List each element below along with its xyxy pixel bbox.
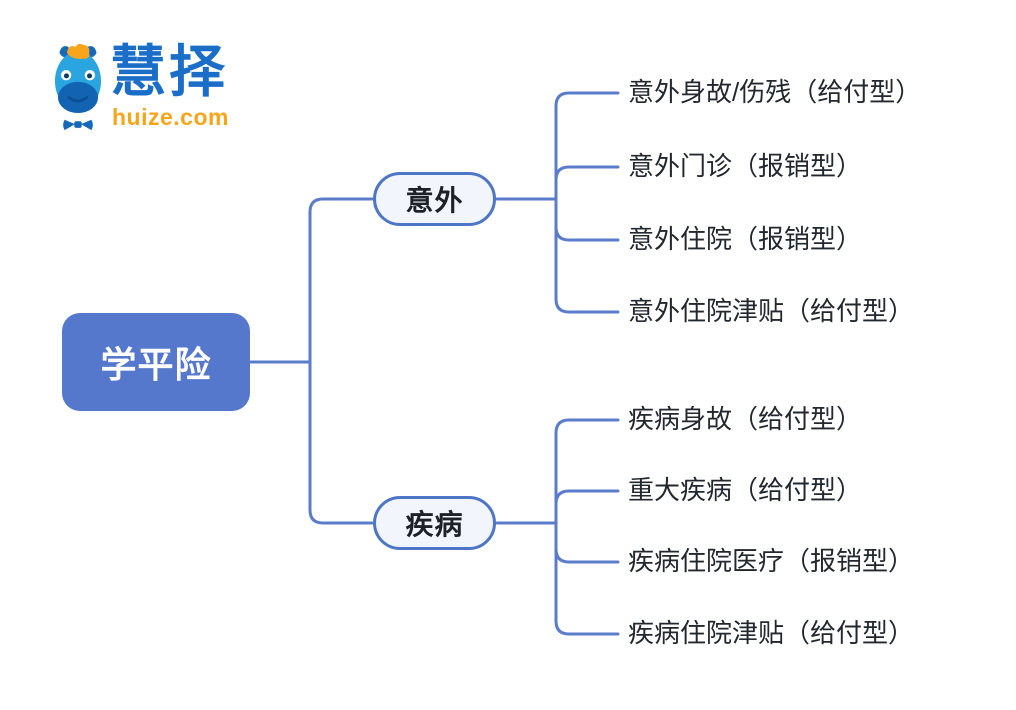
- leaf-disease-death: 疾病身故（给付型）: [628, 404, 863, 435]
- connector-disease-leaf-3: [554, 521, 620, 564]
- connector-accident-leaf-1: [554, 91, 620, 201]
- leaf-critical-illness: 重大疾病（给付型）: [628, 475, 863, 506]
- root-node-xuepingxian: 学平险: [62, 313, 250, 411]
- branch-node-label: 疾病: [405, 509, 464, 540]
- connector-disease-leaf-1: [554, 418, 620, 525]
- leaf-disease-hospital-medical: 疾病住院医疗（报销型）: [628, 546, 915, 577]
- huize-logo: 慧择 huize.com: [48, 40, 278, 140]
- root-node-label: 学平险: [100, 344, 212, 385]
- branch-node-accident: 意外: [373, 172, 496, 226]
- connector-disease-leaf-4: [554, 521, 620, 636]
- connector-accident-leaf-2: [554, 165, 620, 201]
- leaf-accident-outpatient: 意外门诊（报销型）: [628, 151, 863, 182]
- branch-node-disease: 疾病: [373, 496, 496, 550]
- leaf-accident-hospitalization: 意外住院（报销型）: [628, 224, 863, 255]
- leaf-accident-death-disability: 意外身故/伤残（给付型）: [628, 77, 922, 108]
- connector-accident-leaf-4: [554, 197, 620, 314]
- leaf-disease-hospital-allowance: 疾病住院津贴（给付型）: [628, 618, 915, 649]
- connector-root-to-accident: [308, 197, 374, 364]
- connector-root-to-disease: [308, 360, 374, 525]
- brand-domain: huize.com: [112, 104, 229, 130]
- connector-disease-leaf-2: [554, 489, 620, 525]
- branch-node-label: 意外: [405, 185, 464, 216]
- connector-accident-leaf-3: [554, 197, 620, 242]
- leaf-accident-hospital-allowance: 意外住院津贴（给付型）: [628, 296, 915, 327]
- horse-mascot-icon: [54, 43, 102, 131]
- brand-name: 慧择: [110, 40, 228, 103]
